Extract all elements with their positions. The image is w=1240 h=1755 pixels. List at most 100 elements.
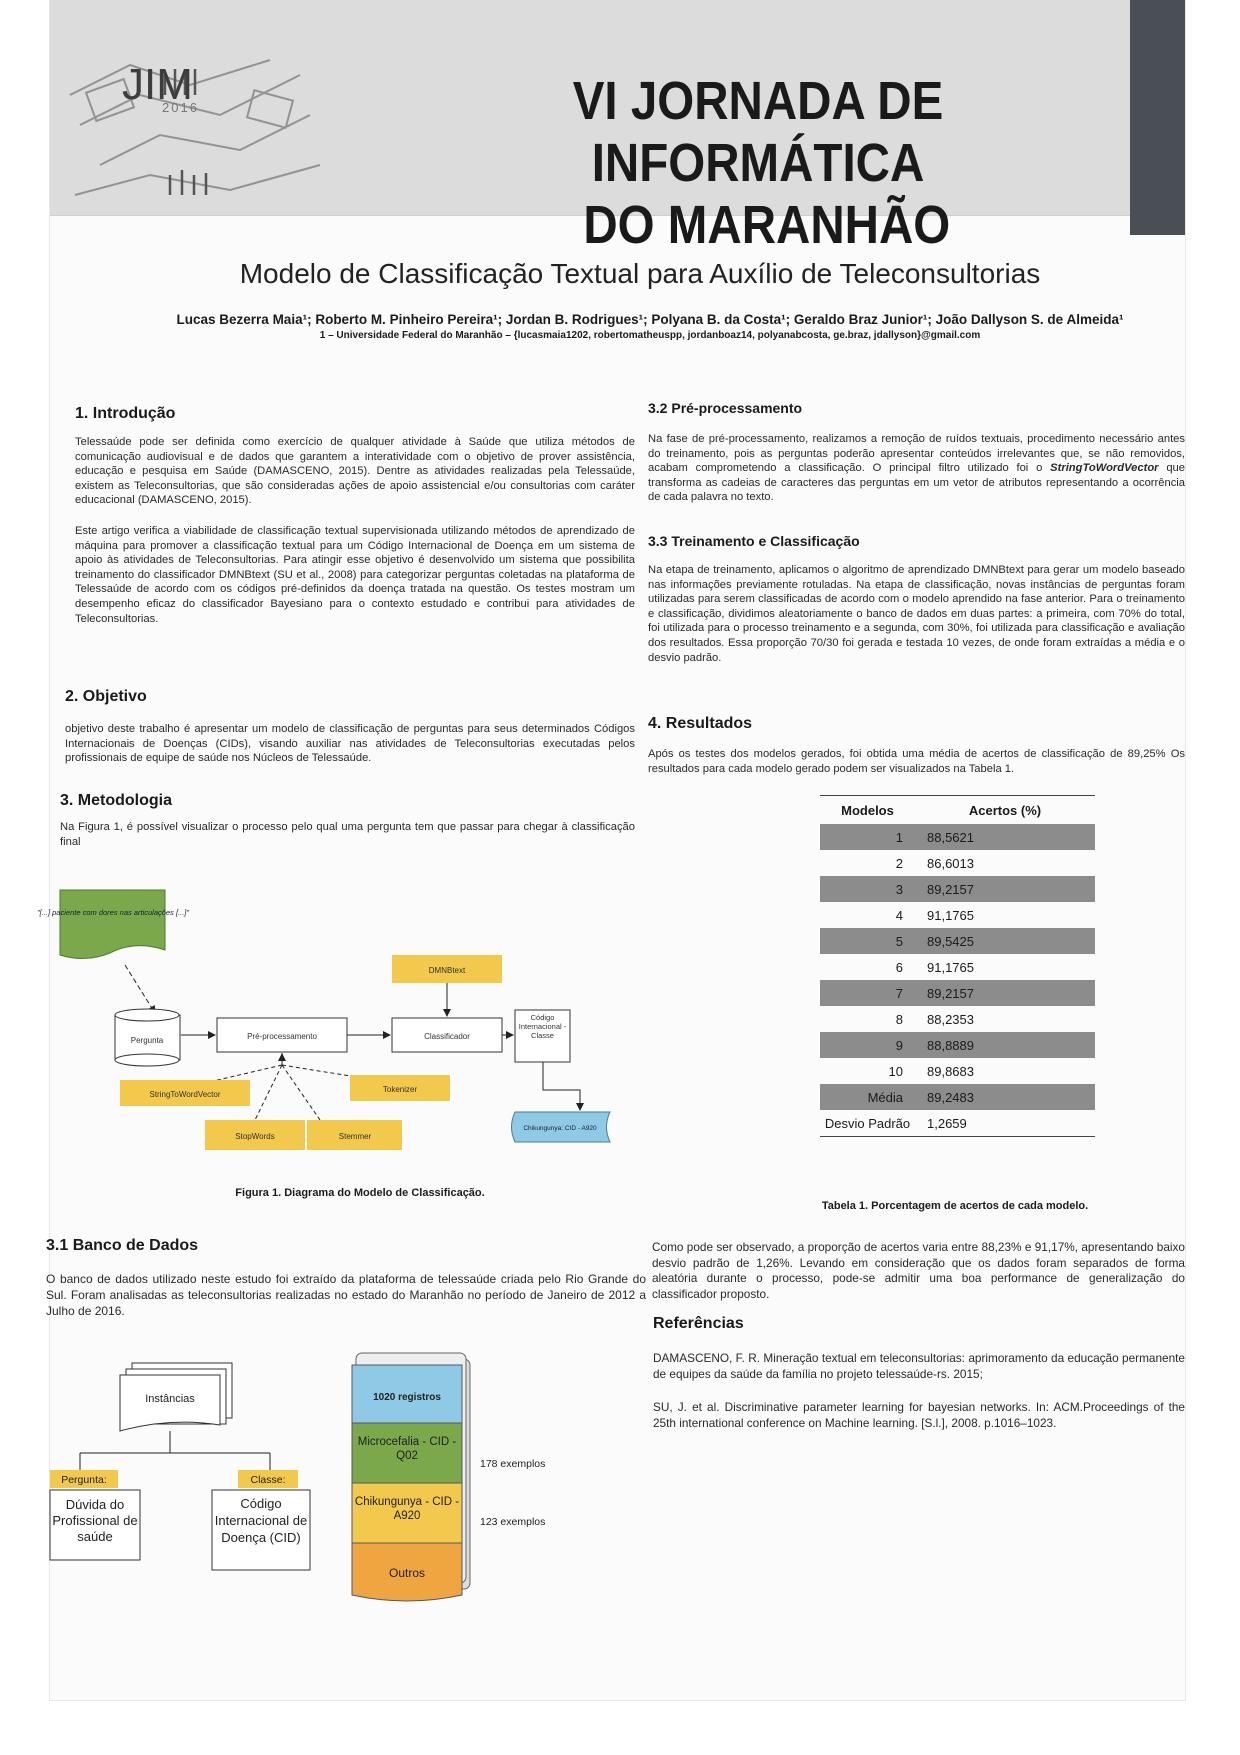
treinamento-paragraph: Na etapa de treinamento, aplicamos o alg… (648, 564, 1185, 664)
instancias-label: Instâncias (145, 1393, 195, 1405)
table-cell-model: 8 (895, 1011, 903, 1027)
section-heading: 3.2 Pré-processamento (648, 400, 803, 416)
table-cell-accuracy: 91,1765 (927, 959, 974, 975)
table-cell-model: Média (820, 1084, 915, 1110)
col-header-acertos: Acertos (%) (968, 802, 1042, 818)
dataset-stack (351, 1352, 471, 1602)
input-note-text: "[...] paciente com dores nas articulaçõ… (37, 908, 189, 917)
table-cell-accuracy: 89,2157 (915, 980, 1095, 1006)
filter-tokenizer: Tokenizer (383, 1085, 418, 1094)
classe-tag: Classe: (250, 1474, 285, 1486)
stack-chikungunya: Chikungunya - CID - A920 (354, 1496, 460, 1522)
dmnbtext-label: DMNBtext (429, 966, 466, 975)
preprocessing-label: Pré-processamento (247, 1032, 317, 1041)
classe-box: Código Internacional de Doença (CID) (214, 1496, 308, 1545)
intro-paragraph-1: Telessaúde pode ser definida como exercí… (75, 436, 635, 507)
reference-1: DAMASCENO, F. R. Mineração textual em te… (653, 1351, 1185, 1381)
section-heading: 4. Resultados (648, 715, 753, 732)
table-1-caption: Tabela 1. Porcentagem de acertos de cada… (821, 1200, 1089, 1212)
preproc-text-a: Na fase de pré-processamento, realizamos… (648, 433, 1185, 475)
event-title-line1: VI JORNADA DE INFORMÁTICA (572, 71, 944, 193)
table-row: 2 86,6013 (820, 850, 1095, 876)
section-heading: 1. Introdução (75, 405, 176, 422)
table-cell-accuracy: 91,1765 (927, 907, 974, 923)
jim-logo-graphic (69, 59, 321, 196)
stack-total: 1020 registros (373, 1392, 441, 1403)
pergunta-label: Pergunta (131, 1036, 164, 1045)
section-heading: 3. Metodologia (60, 792, 172, 809)
resultados-discussion-paragraph: Como pode ser observado, a proporção de … (652, 1240, 1185, 1301)
intro-paragraph-2: Este artigo verifica a viabilidade de cl… (75, 524, 635, 625)
section-treinamento: 3.3 Treinamento e Classificação Na etapa… (648, 533, 1185, 665)
reference-2: SU, J. et al. Discriminative parameter l… (653, 1400, 1185, 1430)
classifier-label: Classificador (424, 1032, 470, 1041)
stack-microcefalia: Microcefalia - CID - Q02 (357, 1436, 457, 1462)
cid-class-label: Código Internacional - Classe (518, 1013, 567, 1040)
table-cell-model: 2 (895, 855, 903, 871)
output-tape-shape (511, 1111, 611, 1143)
affiliation: 1 – Universidade Federal do Maranhão – {… (319, 330, 981, 341)
section-resultados: 4. Resultados Após os testes dos modelos… (648, 715, 1185, 776)
table-cell-accuracy: 89,2157 (915, 876, 1095, 902)
poster: JIM 2016 VI JORNADA DE INFORMÁTICA DO MA… (37, 0, 1185, 1700)
filter-stemmer: Stemmer (339, 1132, 372, 1141)
filter-stringtowordvector: StringToWordVector (150, 1090, 221, 1099)
logo-text: JIM (122, 60, 193, 109)
output-label: Chikungunya: CID - A920 (523, 1125, 597, 1132)
section-objetivo: 2. Objetivo objetivo deste trabalho é ap… (65, 688, 635, 766)
microcefalia-count: 178 exemplos (480, 1458, 545, 1470)
section-heading: 3.3 Treinamento e Classificação (648, 533, 860, 549)
table-cell-accuracy: 88,5621 (915, 824, 1095, 850)
section-heading: 3.1 Banco de Dados (46, 1237, 199, 1254)
section-introducao: 1. Introdução Telessaúde pode ser defini… (75, 405, 635, 626)
section-heading: 2. Objetivo (65, 688, 147, 705)
table-cell-model: 5 (820, 928, 915, 954)
table-cell-model: 10 (888, 1063, 903, 1079)
section-heading: Referências (653, 1315, 744, 1332)
table-cell-accuracy: 89,8683 (927, 1063, 974, 1079)
section-discussao: Como pode ser observado, a proporção de … (652, 1240, 1185, 1302)
documents-icon (119, 1362, 233, 1432)
event-title-line2: DO MARANHÃO (583, 195, 951, 255)
objetivo-paragraph: objetivo deste trabalho é apresentar um … (65, 723, 635, 765)
table-row: 8 88,2353 (820, 1006, 1095, 1032)
pergunta-tag: Pergunta: (61, 1474, 107, 1486)
table-cell-accuracy: 86,6013 (927, 855, 974, 871)
dataset-diagram: Instâncias Pergunta: Dúvida do Profissio… (49, 1352, 545, 1602)
figure-1-diagram: "[...] paciente com dores nas articulaçõ… (37, 889, 611, 1150)
table-cell-model: Desvio Padrão (824, 1115, 911, 1131)
table-cell-accuracy: 88,2353 (927, 1011, 974, 1027)
photo-edge-shadow (1130, 0, 1185, 235)
header-banner: JIM 2016 VI JORNADA DE INFORMÁTICA DO MA… (50, 0, 1135, 255)
figure-1-caption: Figura 1. Diagrama do Modelo de Classifi… (235, 1187, 485, 1199)
table-cell-accuracy: 89,5425 (915, 928, 1095, 954)
logo-year: 2016 (162, 100, 199, 115)
resultados-paragraph: Após os testes dos modelos gerados, foi … (648, 748, 1185, 775)
event-title: VI JORNADA DE INFORMÁTICA DO MARANHÃO (450, 70, 1066, 256)
metodologia-paragraph: Na Figura 1, é possível visualizar o pro… (60, 821, 635, 848)
input-note-shape (59, 889, 166, 959)
table-cell-model: 1 (820, 824, 915, 850)
section-banco-de-dados: 3.1 Banco de Dados O banco de dados util… (46, 1237, 646, 1319)
preprocessamento-paragraph: Na fase de pré-processamento, realizamos… (648, 432, 1185, 505)
chikungunya-count: 123 exemplos (480, 1516, 545, 1528)
table-cell-model: 9 (820, 1032, 915, 1058)
table-cell-accuracy: 89,2483 (915, 1084, 1095, 1110)
section-metodologia: 3. Metodologia Na Figura 1, é possível v… (60, 792, 635, 849)
database-pergunta-icon (114, 1008, 181, 1067)
banco-paragraph: O banco de dados utilizado neste estudo … (46, 1272, 646, 1318)
preproc-filter-name: StringToWordVector (1050, 462, 1159, 475)
pergunta-box: Dúvida do Profissional de saúde (52, 1497, 138, 1544)
section-preprocessamento: 3.2 Pré-processamento Na fase de pré-pro… (648, 400, 1185, 505)
